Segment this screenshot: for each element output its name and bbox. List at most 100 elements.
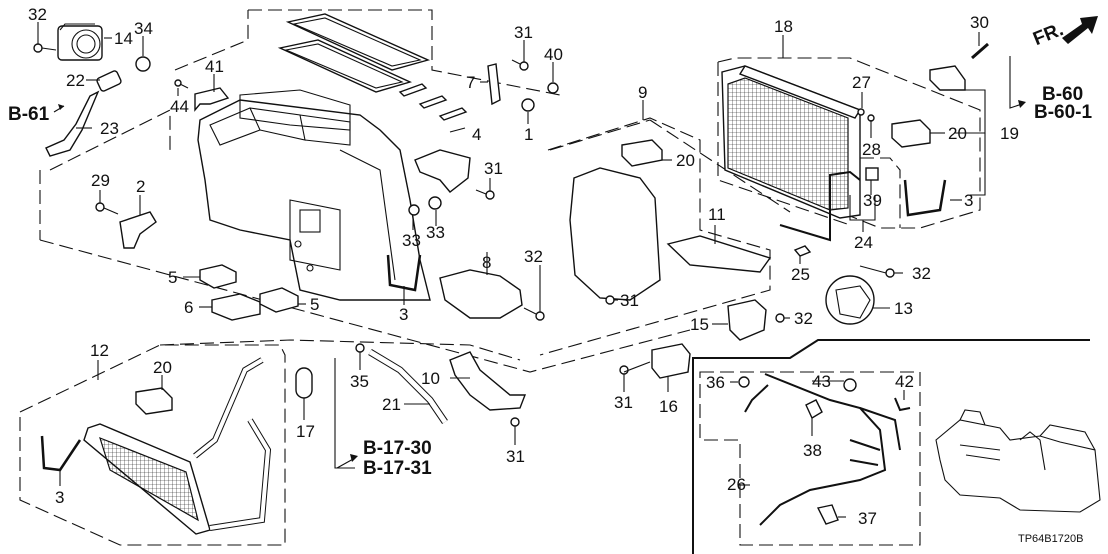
callout-16[interactable]: 16 [659, 397, 678, 416]
callout-25[interactable]: 25 [791, 265, 810, 284]
callout-24[interactable]: 24 [854, 233, 873, 252]
bolt-30-drawing [971, 42, 989, 60]
screw-29-drawing [95, 202, 119, 215]
callout-44[interactable]: 44 [170, 97, 189, 116]
callout-2[interactable]: 2 [136, 177, 145, 196]
actuator-15-drawing [727, 299, 767, 341]
motor-14-drawing [57, 23, 103, 61]
screw-32-drawing [523, 307, 545, 321]
callout-10[interactable]: 10 [421, 369, 440, 388]
callout-1[interactable]: 1 [524, 125, 533, 144]
nut-33-drawing [428, 196, 442, 210]
callout-13[interactable]: 13 [894, 299, 913, 318]
callout-20[interactable]: 20 [676, 151, 695, 170]
hose-23-drawing [45, 90, 100, 157]
callout-21[interactable]: 21 [382, 395, 401, 414]
callout-26[interactable]: 26 [727, 475, 746, 494]
callout-32c[interactable]: 32 [912, 264, 931, 283]
callout-32b[interactable]: 32 [524, 247, 543, 266]
callout-20b[interactable]: 20 [948, 124, 967, 143]
callout-3[interactable]: 3 [399, 305, 408, 324]
callout-3b[interactable]: 3 [964, 191, 973, 210]
bracket-10-drawing [449, 351, 527, 411]
callout-3c[interactable]: 3 [55, 488, 64, 507]
front-direction-label: FR. [1030, 19, 1066, 50]
ref-b17-30[interactable]: B-17-30 [363, 438, 432, 459]
diagram-code: TP64B1720B [1018, 533, 1083, 545]
clamp-3-drawing [386, 254, 422, 292]
seal-20-drawing [891, 119, 931, 148]
callout-6[interactable]: 6 [184, 298, 193, 317]
clip-42-drawing [894, 397, 911, 412]
callout-5b[interactable]: 5 [310, 295, 319, 314]
callout-14[interactable]: 14 [114, 29, 133, 48]
callout-32d[interactable]: 32 [794, 309, 813, 328]
callout-42[interactable]: 42 [895, 372, 914, 391]
sensor-24-drawing [779, 170, 861, 242]
callout-31[interactable]: 31 [514, 23, 533, 42]
clip-7-drawing [487, 63, 501, 106]
screw-31-drawing [619, 365, 629, 375]
callout-11[interactable]: 11 [708, 205, 726, 224]
callout-15[interactable]: 15 [690, 315, 709, 334]
callout-27[interactable]: 27 [852, 73, 871, 92]
callout-32[interactable]: 32 [28, 5, 47, 24]
callout-38[interactable]: 38 [803, 441, 822, 460]
nut-40-drawing [547, 82, 559, 94]
callout-9[interactable]: 9 [638, 83, 647, 102]
callout-22[interactable]: 22 [66, 71, 85, 90]
callout-31d[interactable]: 31 [506, 447, 525, 466]
callout-31e[interactable]: 31 [614, 393, 633, 412]
callout-31c[interactable]: 31 [620, 291, 639, 310]
screw-31-drawing [510, 417, 520, 427]
nut-33-drawing [408, 204, 420, 216]
callout-41[interactable]: 41 [205, 57, 224, 76]
bracket-41-drawing [194, 87, 230, 112]
callout-40[interactable]: 40 [544, 45, 563, 64]
callout-12[interactable]: 12 [90, 341, 109, 360]
callout-5[interactable]: 5 [168, 268, 177, 287]
callout-33b[interactable]: 33 [426, 223, 445, 242]
callout-19[interactable]: 19 [1000, 124, 1019, 143]
front-arrow-icon [1062, 16, 1098, 44]
sensor-25-drawing [793, 245, 812, 257]
ref-b17-31[interactable]: B-17-31 [363, 458, 432, 479]
callout-31b[interactable]: 31 [484, 159, 503, 178]
callout-7[interactable]: 7 [466, 73, 475, 92]
valve-19-drawing [929, 65, 966, 91]
clip-36-drawing [738, 376, 750, 388]
ref-b60[interactable]: B-60 [1042, 84, 1083, 105]
clip-43-drawing [843, 378, 857, 392]
callout-37[interactable]: 37 [858, 509, 877, 528]
callout-39[interactable]: 39 [863, 191, 882, 210]
callout-4[interactable]: 4 [472, 125, 481, 144]
ref-b61[interactable]: B-61 [8, 104, 50, 125]
evaporator-18-drawing [721, 65, 862, 219]
grommet-17-drawing [295, 367, 313, 399]
ref-b60-1[interactable]: B-60-1 [1034, 102, 1093, 123]
callout-20c[interactable]: 20 [153, 358, 172, 377]
case-9-drawing [569, 167, 661, 301]
callout-33[interactable]: 33 [402, 231, 421, 250]
clamp-3-drawing [40, 435, 82, 472]
callout-30[interactable]: 30 [970, 13, 989, 32]
actuator-8-drawing [439, 269, 523, 319]
callout-34[interactable]: 34 [134, 19, 153, 38]
callout-29[interactable]: 29 [91, 171, 110, 190]
callout-28[interactable]: 28 [862, 140, 881, 159]
screw-31-drawing [605, 295, 615, 305]
heater-case-drawing [197, 89, 431, 301]
callout-35[interactable]: 35 [350, 372, 369, 391]
callout-43[interactable]: 43 [812, 372, 831, 391]
callout-23[interactable]: 23 [100, 119, 119, 138]
motor-13-drawing [825, 275, 875, 325]
seal-20-drawing [135, 387, 173, 415]
seals-5-6-drawing [199, 264, 299, 321]
callout-8[interactable]: 8 [482, 253, 491, 272]
callout-18[interactable]: 18 [774, 17, 793, 36]
callout-17[interactable]: 17 [296, 422, 315, 441]
screw-31-drawing [475, 189, 495, 200]
callout-36[interactable]: 36 [706, 373, 725, 392]
clip-38-drawing [805, 399, 823, 420]
